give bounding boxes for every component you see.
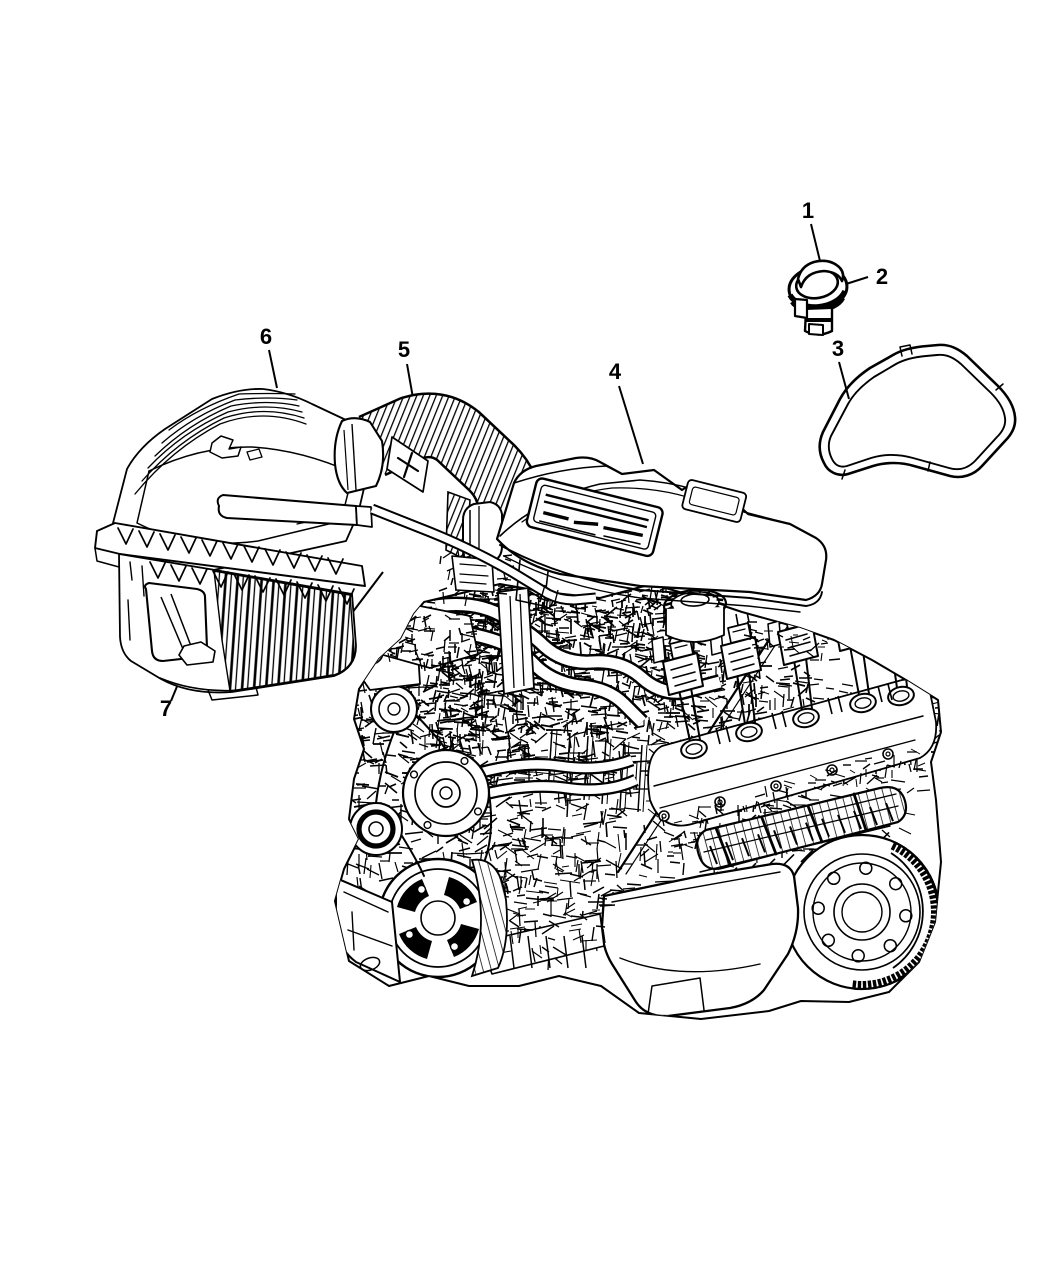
svg-text:4: 4 <box>609 359 622 384</box>
svg-text:2: 2 <box>876 264 888 289</box>
svg-text:3: 3 <box>832 336 844 361</box>
svg-text:7: 7 <box>160 696 172 721</box>
svg-text:5: 5 <box>398 337 410 362</box>
svg-text:6: 6 <box>260 324 272 349</box>
svg-text:1: 1 <box>802 198 814 223</box>
